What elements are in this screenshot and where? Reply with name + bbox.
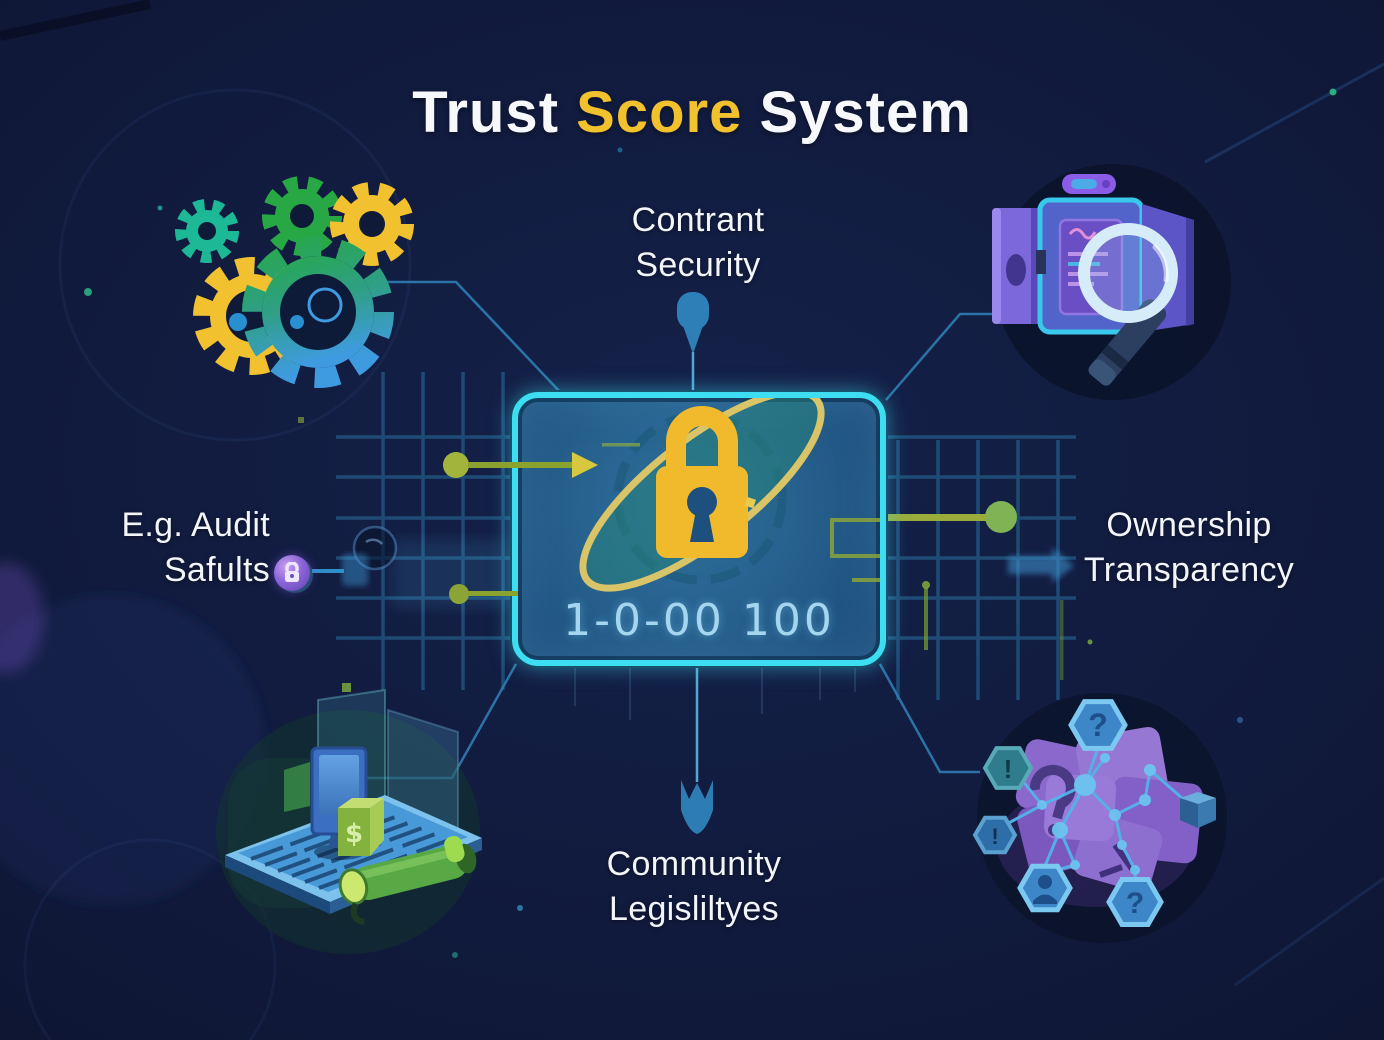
padlock-badge-icon	[274, 555, 310, 591]
green-arrow-decor	[443, 452, 598, 604]
gear-small-teal	[175, 199, 239, 263]
rain-lines	[574, 668, 856, 720]
exclaim-icon: !	[1004, 754, 1013, 784]
label-community-legitimacy: Community Legisliltyes	[544, 842, 844, 932]
right-circuit-decor	[886, 501, 1074, 680]
scroll	[338, 835, 477, 925]
gear-large-gradient	[242, 236, 394, 388]
question-mark-icon: ?	[1088, 707, 1108, 743]
vault-magnifier-icon	[992, 164, 1231, 400]
hexagon-badges: ? ! ! ?	[972, 699, 1216, 927]
magnifier-icon	[1078, 223, 1178, 386]
ledger-document-icon: $	[216, 688, 482, 954]
title-part-trust: Trust	[412, 79, 577, 145]
score-range-text: 1-0-00 100	[563, 595, 835, 646]
person-icon	[1033, 875, 1057, 904]
vault-left-door	[992, 208, 1040, 324]
down-arrow-top-icon	[677, 292, 709, 392]
down-arrow-bottom-icon	[681, 666, 713, 834]
label-line: E.g. Audit	[121, 506, 270, 544]
network-blocks-icon: ? ! ! ?	[972, 693, 1227, 943]
trust-score-panel: 1-0-00 100	[512, 392, 886, 666]
exclaim-icon: !	[991, 824, 998, 849]
gears-icon	[175, 176, 414, 388]
page-title: Trust Score System	[0, 79, 1384, 146]
label-contract-security: Contrant Security	[548, 198, 848, 288]
label-ownership-transparency: Ownership Transparency	[1034, 503, 1344, 593]
question-mark-icon: ?	[1126, 887, 1144, 920]
label-line: Community	[606, 845, 782, 883]
label-line: Contrant	[631, 201, 765, 239]
svg-text:$: $	[345, 819, 363, 849]
label-audit-results: E.g. Audit Safults	[30, 503, 270, 593]
label-line: Legisliltyes	[609, 890, 779, 928]
label-line: Transparency	[1083, 551, 1295, 589]
label-line: Ownership	[1106, 506, 1272, 544]
label-line: Safults	[163, 551, 270, 589]
cube-icon	[1180, 792, 1216, 828]
label-line: Security	[635, 246, 761, 284]
title-part-system: System	[742, 79, 972, 145]
panel-art	[579, 398, 880, 592]
padlock-icon	[656, 406, 748, 558]
small-ring-decor	[312, 525, 398, 586]
dollar-box-icon: $	[338, 798, 384, 856]
title-part-score: Score	[576, 79, 743, 145]
gear-small-yellow	[330, 182, 414, 266]
circuit-traces	[830, 518, 880, 582]
vault-top-pill	[1062, 174, 1116, 194]
